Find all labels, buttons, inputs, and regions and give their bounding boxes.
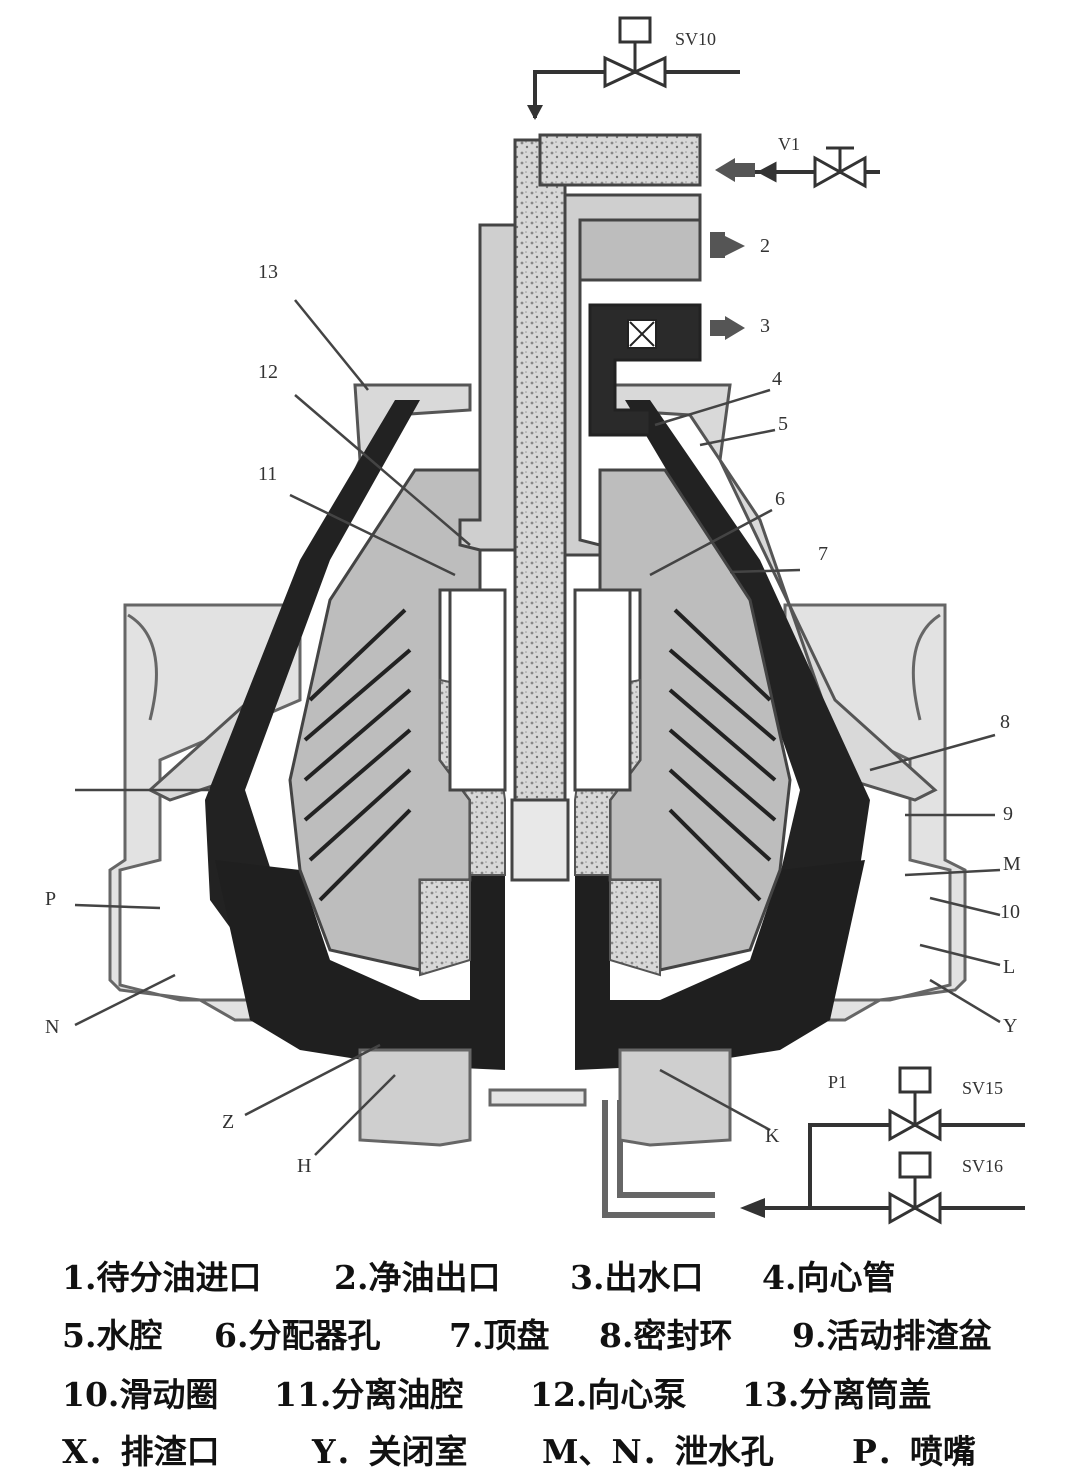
legend-item: 10.滑动圈 [62,1375,219,1414]
inlet-pipe [538,133,702,187]
sv15-valve [888,1066,942,1142]
legend-item: 12.向心泵 [530,1375,687,1414]
callout-6: 6 [775,488,785,510]
return-arrow [740,1198,765,1218]
spindle-base-right [618,1048,732,1147]
callout-y: Y [1003,1015,1017,1037]
callout-n: N [45,1016,59,1038]
legend-item: 4.向心管 [762,1258,896,1297]
legend: 1.待分油进口 2.净油出口 3.出水口 4.向心管 5.水腔 6.分配器孔 7… [0,1240,1080,1483]
spindle-base-left [358,1048,472,1147]
legend-item: 11.分离油腔 [274,1375,464,1414]
sv10-label: SV10 [675,29,716,49]
legend-item: P．喷嘴 [852,1432,976,1471]
feed-pipe-tip [510,798,570,882]
legend-item: 2.净油出口 [334,1258,501,1297]
legend-item: 5.水腔 [62,1316,163,1355]
callout-13: 13 [258,261,278,283]
legend-item: 1.待分油进口 [62,1258,262,1297]
v1-valve [755,146,880,189]
callout-l: L [1003,956,1015,978]
clean-oil-outlet [578,218,702,282]
outlet-pipe [458,193,702,557]
callout-11: 11 [258,463,277,485]
legend-item: 6.分配器孔 [214,1316,381,1355]
sv16-valve [888,1151,942,1225]
callout-10: 10 [1000,901,1020,923]
central-chamber-right [573,588,632,792]
callout-z: Z [222,1111,234,1133]
callout-4: 4 [772,368,782,390]
sv10-valve-line [533,70,740,118]
callout-h: H [297,1155,311,1177]
callout-m: M [1003,853,1021,875]
sv10-valve [603,16,667,89]
legend-item: 9.活动排渣盆 [792,1316,992,1355]
legend-item: M、N．泄水孔 [542,1432,774,1471]
v1-label: V1 [778,134,800,154]
callout-5: 5 [778,413,788,435]
spindle-shaft [488,1088,587,1107]
callout-p: P [45,888,56,910]
callout-3: 3 [760,315,770,337]
central-chamber-left [448,588,507,792]
sv16-label: SV16 [962,1156,1003,1176]
callout-k: K [765,1125,780,1147]
callout-9: 9 [1003,803,1013,825]
water-outlet [588,303,702,437]
sv15-label: SV15 [962,1078,1003,1098]
legend-item: X．排渣口 [62,1432,220,1471]
leader-lines [74,299,1001,1156]
separator-diagram: SV10 V1 P1 SV15 SV16 [45,16,1025,1225]
legend-item: 13.分离筒盖 [742,1375,932,1414]
flow-arrows [710,158,755,340]
callout-2: 2 [760,235,770,257]
disc-lines [303,608,777,902]
callout-7: 7 [818,543,828,565]
callout-12: 12 [258,361,278,383]
legend-item: Y．关闭室 [312,1432,468,1471]
legend-item: 3.出水口 [570,1258,704,1297]
feed-pipe [513,138,567,812]
sv10-arrow [527,105,543,120]
callout-8: 8 [1000,711,1010,733]
legend-item: 8.密封环 [599,1316,733,1355]
p1-label: P1 [828,1072,847,1092]
bowl-base [215,860,865,1070]
legend-item: 7.顶盘 [449,1316,550,1355]
